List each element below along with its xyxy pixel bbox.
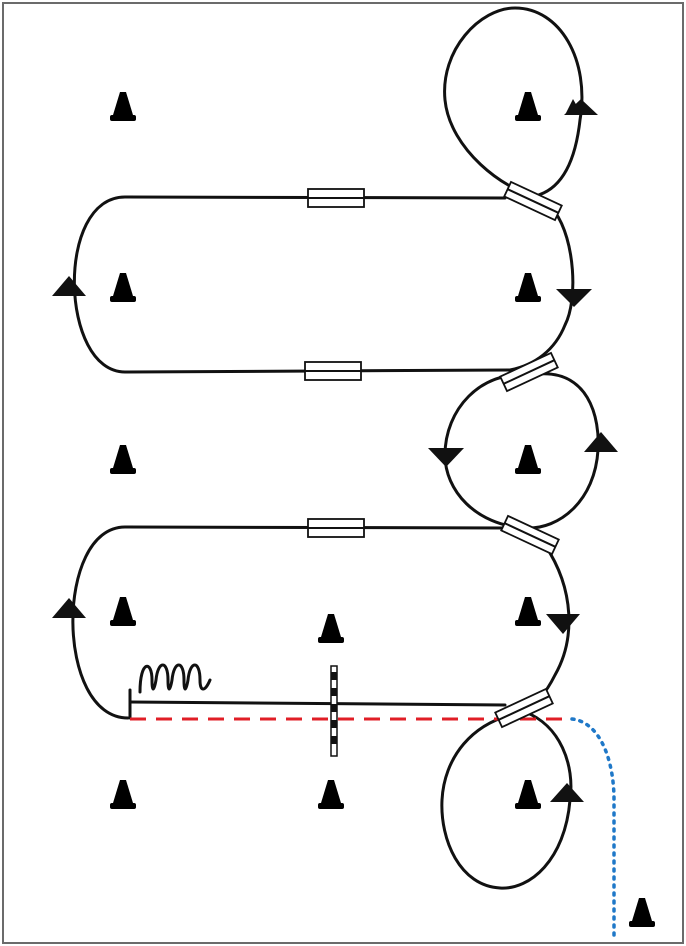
direction-arrow-icon xyxy=(52,598,86,618)
hurdle-icon xyxy=(494,687,554,729)
hurdle-icon xyxy=(503,180,563,222)
hurdle-icon xyxy=(304,361,362,381)
spring-icon xyxy=(138,663,212,694)
hurdle-icon xyxy=(500,514,560,556)
hurdle-icon xyxy=(307,188,365,208)
hurdle-icon xyxy=(499,351,559,393)
loop-top xyxy=(443,6,584,198)
direction-arrow-icon xyxy=(556,289,592,307)
exit-path-dotted xyxy=(570,717,616,942)
direction-arrow-icon xyxy=(584,432,618,452)
hurdle-icon xyxy=(307,518,365,538)
direction-arrow-icon xyxy=(428,448,464,467)
direction-arrow-icon xyxy=(550,783,584,802)
striped-pole-icon xyxy=(330,665,338,757)
direction-arrow-icon xyxy=(52,276,86,296)
direction-arrow-icon xyxy=(546,614,580,634)
finish-straight xyxy=(128,700,507,707)
loop-bottom xyxy=(440,710,573,890)
direction-arrow-icon xyxy=(564,99,598,115)
